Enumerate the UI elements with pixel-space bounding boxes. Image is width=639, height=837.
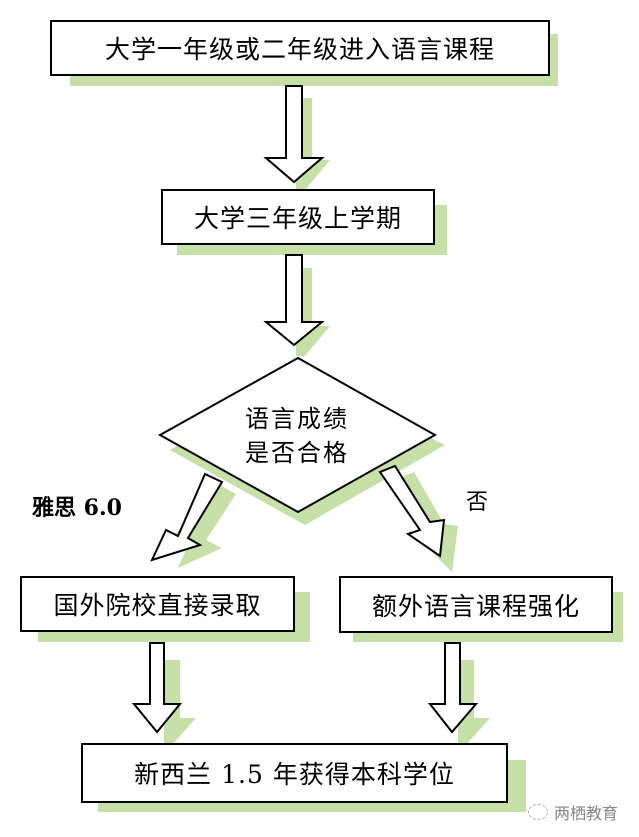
arrow-shadow-5 bbox=[164, 660, 196, 745]
decision-label-line2: 是否合格 bbox=[245, 439, 349, 467]
down-arrow-3 bbox=[131, 642, 183, 734]
watermark: 两栖教育 bbox=[528, 800, 618, 824]
third-year-node-label: 大学三年级上学期 bbox=[193, 204, 402, 233]
down-arrow-2 bbox=[263, 254, 325, 347]
watermark-text: 两栖教育 bbox=[554, 804, 619, 823]
extra-language-node: 额外语言课程强化 bbox=[339, 576, 613, 633]
degree-node-label: 新西兰 1.5 年获得本科学位 bbox=[134, 760, 455, 789]
direct-admission-node-label: 国外院校直接录取 bbox=[53, 591, 262, 620]
diag-arrow-no bbox=[378, 464, 446, 558]
down-arrow-1 bbox=[263, 85, 325, 184]
start-node-label: 大学一年级或二年级进入语言课程 bbox=[104, 35, 495, 64]
direct-admission-node: 国外院校直接录取 bbox=[20, 576, 295, 632]
decision-label: 语言成绩 是否合格 bbox=[160, 402, 434, 470]
no-edge-label: 否 bbox=[466, 490, 489, 515]
decision-label-line1: 语言成绩 bbox=[245, 405, 349, 433]
third-year-node: 大学三年级上学期 bbox=[161, 189, 435, 245]
arrow-shadow-6 bbox=[458, 660, 490, 745]
down-arrow-4 bbox=[427, 642, 479, 734]
start-node: 大学一年级或二年级进入语言课程 bbox=[50, 20, 550, 76]
decision-diamond bbox=[157, 356, 438, 514]
degree-node: 新西兰 1.5 年获得本科学位 bbox=[81, 743, 508, 803]
yes-edge-label: 雅思 6.0 bbox=[32, 495, 122, 521]
diag-arrow-yes bbox=[150, 472, 224, 562]
extra-language-node-label: 额外语言课程强化 bbox=[371, 591, 580, 621]
arrow-shadow-3 bbox=[170, 484, 236, 568]
wechat-icon bbox=[528, 804, 548, 820]
